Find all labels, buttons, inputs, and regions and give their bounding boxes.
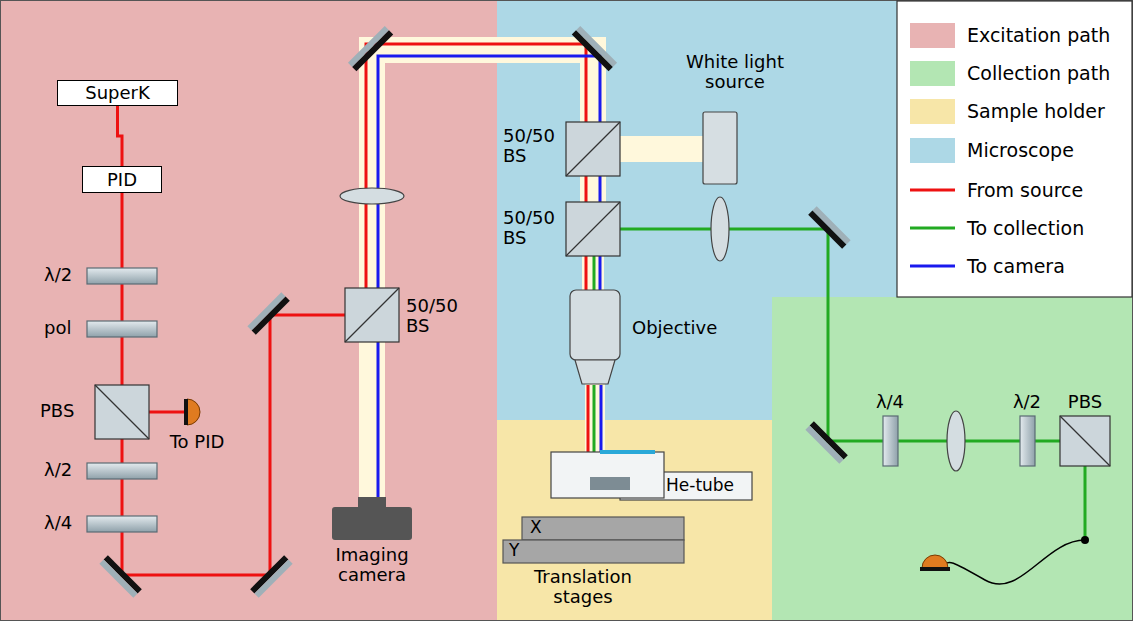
legend-swatch bbox=[910, 61, 955, 86]
microscope-region bbox=[497, 0, 1133, 297]
excitation-region bbox=[0, 0, 497, 621]
legend-text: Collection path bbox=[967, 63, 1110, 84]
component-label: 50/50 BS bbox=[503, 208, 565, 248]
mirrors bbox=[99, 26, 850, 598]
component-label: Objective bbox=[632, 318, 717, 338]
legend-swatch bbox=[910, 138, 955, 163]
component-label: λ/2 bbox=[1013, 392, 1041, 412]
sample-region bbox=[497, 420, 772, 621]
legend-line bbox=[910, 189, 955, 192]
legend-line bbox=[910, 265, 955, 268]
source-box: SuperK bbox=[57, 80, 178, 106]
legend-text: To camera bbox=[967, 256, 1065, 277]
component-label: pol bbox=[44, 318, 71, 338]
camera-label: Imaging camera bbox=[326, 545, 418, 585]
legend-text: To collection bbox=[967, 218, 1084, 239]
legend-text: Excitation path bbox=[967, 25, 1110, 46]
microscope-region bbox=[497, 297, 772, 420]
axis-label: X bbox=[530, 518, 542, 537]
box-text: PID bbox=[107, 170, 137, 190]
component-label: 50/50 BS bbox=[406, 296, 468, 336]
legend-frame bbox=[897, 1, 1132, 297]
lenses bbox=[340, 188, 965, 471]
controller-box: PID bbox=[82, 166, 162, 193]
component-label: PBS bbox=[40, 401, 74, 421]
box-text: SuperK bbox=[85, 83, 150, 103]
sample-holder bbox=[551, 450, 752, 500]
component-label: λ/4 bbox=[876, 392, 904, 412]
legend-text: From source bbox=[967, 180, 1083, 201]
beam-connector bbox=[118, 106, 123, 166]
component-label: PBS bbox=[1068, 392, 1102, 412]
objective bbox=[570, 290, 620, 384]
legend-text: Sample holder bbox=[967, 101, 1105, 122]
wave-plates bbox=[87, 268, 1035, 532]
legend-line bbox=[910, 227, 955, 230]
translation-stages bbox=[503, 517, 684, 563]
component-label: λ/2 bbox=[44, 460, 72, 480]
component-label: 50/50 BS bbox=[503, 126, 565, 166]
axis-label: Y bbox=[509, 541, 519, 560]
stage-label: Translation stages bbox=[527, 567, 639, 607]
collection-region bbox=[772, 297, 1133, 621]
component-label: He-tube bbox=[666, 476, 734, 495]
detectors bbox=[184, 399, 950, 571]
detector-label: To PID bbox=[170, 432, 225, 452]
legend-text: Microscope bbox=[967, 140, 1074, 161]
component-label: λ/2 bbox=[44, 265, 72, 285]
imaging-camera bbox=[332, 497, 412, 540]
white-light-source bbox=[703, 112, 737, 184]
component-label: λ/4 bbox=[44, 513, 72, 533]
legend-swatch bbox=[910, 99, 955, 124]
source-label: White light source bbox=[673, 52, 797, 92]
legend-swatch bbox=[910, 23, 955, 48]
